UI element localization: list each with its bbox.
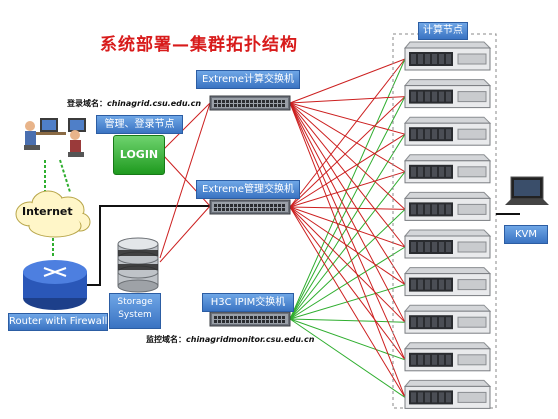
login-domain-prefix: 登录域名： bbox=[67, 99, 107, 108]
link-router-mgmt-switch bbox=[85, 205, 210, 286]
link-login-compute bbox=[162, 102, 211, 151]
link-compute-switch-server bbox=[289, 102, 406, 173]
link-internet-users-2 bbox=[59, 159, 71, 193]
link-compute-switch-server bbox=[289, 102, 406, 398]
kvm-laptop-icon bbox=[505, 176, 549, 205]
link-mgmt-switch-server bbox=[289, 206, 406, 323]
compute-server-icon bbox=[403, 379, 492, 409]
link-compute-switch-server bbox=[289, 102, 406, 248]
login-domain-value: chinagrid.csu.edu.cn bbox=[107, 99, 202, 108]
mgmt-switch-icon bbox=[209, 199, 291, 215]
monitor-domain-value: chinagridmonitor.csu.edu.cn bbox=[186, 335, 315, 344]
internet-cloud bbox=[15, 190, 91, 238]
link-storage-mgmt bbox=[159, 205, 211, 263]
link-ipmi-switch-server bbox=[289, 318, 406, 323]
link-mgmt-switch-server bbox=[289, 171, 406, 208]
router-icon bbox=[23, 260, 87, 310]
compute-server-icon bbox=[403, 342, 492, 372]
link-ipmi-switch-server bbox=[289, 318, 406, 398]
compute-server-icon bbox=[403, 191, 492, 221]
compute-server-icon bbox=[403, 154, 492, 184]
compute-nodes-label: 计算节点 bbox=[418, 22, 468, 40]
link-compute-switch-server bbox=[289, 102, 406, 323]
ipmi-switch-icon bbox=[209, 311, 291, 327]
storage-system-label: Storage System bbox=[109, 293, 161, 329]
mgmt-switch-label: Extreme管理交换机 bbox=[196, 180, 300, 199]
compute-server-icon bbox=[403, 229, 492, 259]
compute-server-icon bbox=[403, 304, 492, 334]
link-mgmt-switch-server bbox=[289, 96, 406, 208]
link-mgmt-switch-server bbox=[289, 206, 406, 248]
link-ipmi-switch-server bbox=[289, 318, 406, 361]
storage-label-line2: System bbox=[118, 310, 152, 320]
ipmi-switch-label: H3C IPIM交换机 bbox=[202, 293, 294, 312]
compute-switch-icon bbox=[209, 95, 291, 111]
link-compute-switch-server bbox=[289, 96, 406, 104]
router-label: Router with Firewall bbox=[8, 313, 108, 331]
mgmt-login-nodes-label: 管理、登录节点 bbox=[96, 115, 183, 134]
kvm-label: KVM bbox=[504, 225, 548, 244]
compute-server-icon bbox=[403, 267, 492, 297]
link-compute-switch-server bbox=[289, 102, 406, 135]
link-compute-switch-server bbox=[289, 102, 406, 361]
link-mgmt-switch-server bbox=[289, 58, 406, 208]
diagram-title: 系统部署—集群拓扑结构 bbox=[100, 35, 298, 55]
link-mgmt-switch-server bbox=[289, 206, 406, 361]
internet-label: Internet bbox=[22, 205, 73, 218]
link-compute-switch-server bbox=[289, 102, 406, 210]
link-mgmt-switch-server bbox=[289, 133, 406, 208]
link-mgmt-switch-server bbox=[289, 206, 406, 286]
admin-users-icon bbox=[24, 118, 86, 157]
compute-server-icon bbox=[403, 41, 492, 71]
monitor-domain-prefix: 监控域名： bbox=[146, 335, 186, 344]
link-compute-switch-server bbox=[289, 58, 406, 104]
compute-server-icon bbox=[403, 79, 492, 109]
login-domain: 登录域名：chinagrid.csu.edu.cn bbox=[67, 98, 201, 109]
monitor-domain: 监控域名：chinagridmonitor.csu.edu.cn bbox=[146, 334, 314, 345]
login-node-button[interactable]: LOGIN bbox=[113, 135, 165, 175]
compute-switch-label: Extreme计算交换机 bbox=[196, 70, 300, 89]
link-storage-compute bbox=[159, 102, 211, 259]
compute-server-icon bbox=[403, 116, 492, 146]
link-mgmt-switch-server bbox=[289, 206, 406, 398]
storage-label-line1: Storage bbox=[117, 297, 153, 307]
storage-system-icon bbox=[117, 237, 159, 293]
link-mgmt-switch-server bbox=[289, 206, 406, 210]
link-compute-switch-server bbox=[289, 102, 406, 285]
